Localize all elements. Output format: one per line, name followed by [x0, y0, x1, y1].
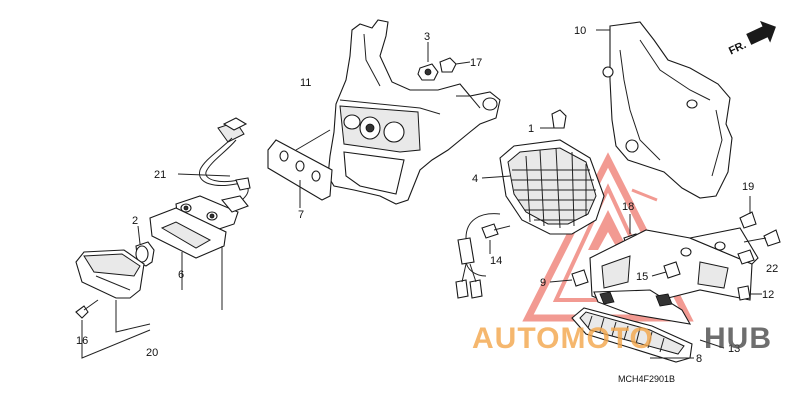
callout-20: 20 [146, 347, 158, 359]
callout-6: 6 [178, 269, 184, 281]
callout-9: 9 [540, 277, 546, 289]
callout-11: 11 [300, 77, 311, 89]
callout-22: 22 [766, 263, 778, 275]
part-bolt-22 [743, 229, 781, 247]
direction-arrow [746, 20, 776, 45]
part-nut-3 [417, 42, 439, 81]
callout-14: 14 [490, 255, 502, 267]
callout-4: 4 [472, 173, 478, 185]
callout-15: 15 [636, 271, 648, 283]
part-bolt-19 [739, 196, 757, 229]
callout-7: 7 [298, 209, 304, 221]
callout-19: 19 [742, 181, 754, 193]
part-license-bracket [549, 227, 762, 307]
callout-2: 2 [132, 215, 138, 227]
part-bolt-14 [481, 223, 511, 254]
part-license-base-plate [267, 129, 333, 208]
callout-8: 8 [696, 353, 702, 365]
part-reflector [571, 289, 725, 363]
diagram-code: MCH4F2901B [618, 374, 675, 384]
watermark-text-hub: HUB [704, 322, 772, 355]
part-tail-light-unit [455, 109, 605, 299]
callout-21: 21 [154, 169, 166, 181]
callout-17: 17 [470, 57, 482, 69]
part-nut-17 [439, 57, 471, 73]
part-screw-16 [75, 299, 151, 359]
part-wire-harness [177, 117, 251, 207]
direction-label: FR. [727, 39, 748, 57]
part-rear-fender [327, 19, 501, 205]
part-lamp-lens [75, 249, 151, 333]
callout-18: 18 [622, 201, 634, 213]
callout-12: 12 [762, 289, 774, 301]
part-inner-fender [596, 21, 733, 199]
callout-1: 1 [528, 123, 534, 135]
watermark-text-automoto: AUTOMOTO [472, 322, 654, 355]
watermark-logo-text: AUTOMOTO HUB [472, 322, 772, 355]
callout-13: 13 [728, 343, 740, 355]
callout-3: 3 [424, 31, 430, 43]
callout-16: 16 [76, 335, 88, 347]
callout-10: 10 [574, 25, 586, 37]
part-lamp-socket [149, 195, 249, 310]
